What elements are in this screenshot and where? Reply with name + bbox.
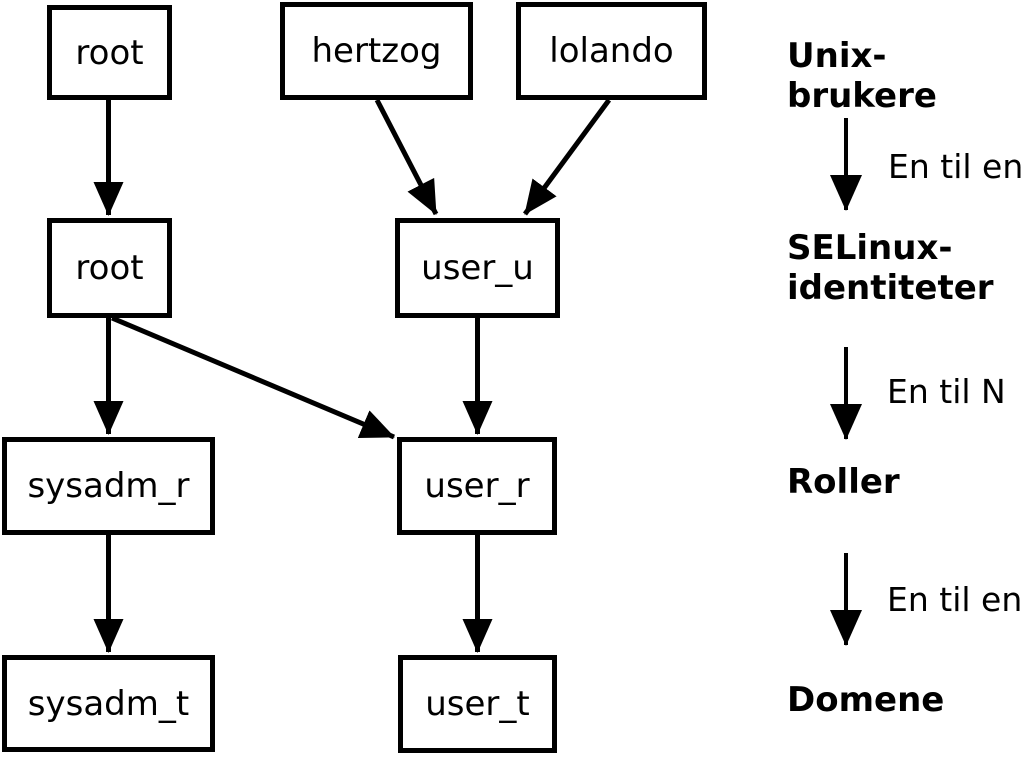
node-unix-root: root [47,5,172,100]
legend-relation-roles-to-domains: En til en [887,580,1023,619]
edge-lolando-to-user-u-arrow [522,98,612,216]
legend-level-unix-users: Unix-brukere [787,36,937,117]
node-role-sysadm-r: sysadm_r [2,437,215,535]
node-selinux-root: root [47,218,172,318]
legend-level-roles: Roller [787,462,900,502]
node-unix-lolando: lolando [516,2,707,100]
node-selinux-user-u: user_u [395,218,560,318]
node-role-user-r: user_r [397,437,557,535]
legend-relation-users-to-identities: En til en [888,147,1024,186]
edge-hertzog-to-user-u-arrow [374,98,439,216]
legend-level-domains: Domene [787,680,945,720]
legend-level-selinux-identities: SELinux- identiteter [787,228,994,309]
edge-selinux-root-to-user-r-arrow [111,315,395,440]
legend-relation-identities-to-roles: En til N [887,372,1006,411]
node-unix-hertzog: hertzog [280,2,473,100]
node-domain-sysadm-t: sysadm_t [2,655,215,752]
node-domain-user-t: user_t [398,655,557,753]
